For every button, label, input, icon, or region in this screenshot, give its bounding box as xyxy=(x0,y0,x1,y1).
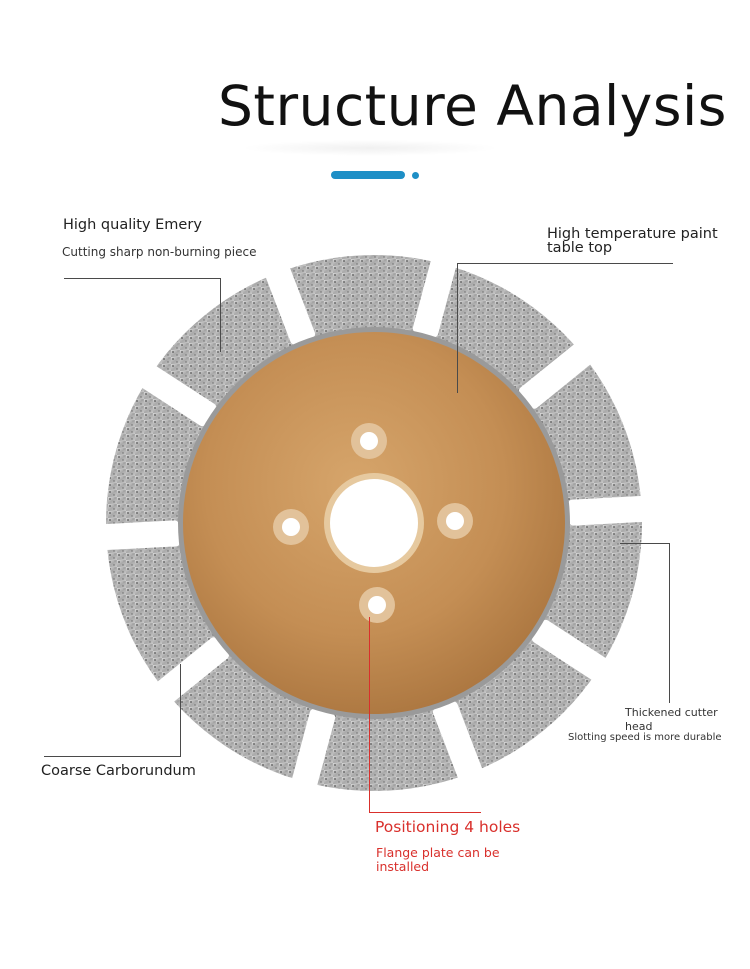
title-shadow xyxy=(240,140,500,156)
holes-leader-h xyxy=(369,812,481,813)
title-accent-dot xyxy=(412,172,419,179)
arbor-hole xyxy=(330,479,418,567)
flange-holes xyxy=(273,423,473,623)
hole-right xyxy=(437,503,473,539)
cutter-leader-v xyxy=(669,543,670,703)
title-accent-bar xyxy=(331,171,405,179)
hole-left xyxy=(273,509,309,545)
paint-title: High temperature paint table top xyxy=(547,226,718,256)
emery-title: High quality Emery xyxy=(63,217,202,233)
cutter-leader-h xyxy=(620,543,670,544)
hole-top xyxy=(351,423,387,459)
emery-subtitle: Cutting sharp non-burning piece xyxy=(62,245,257,259)
paint-leader-v xyxy=(457,263,458,393)
cutter-subtitle: Slotting speed is more durable xyxy=(568,732,722,743)
page-title: Structure Analysis xyxy=(218,74,727,138)
emery-leader-h xyxy=(64,278,221,279)
hole-bottom xyxy=(359,587,395,623)
carborundum-leader-h xyxy=(44,756,181,757)
holes-title: Positioning 4 holes xyxy=(375,818,521,836)
holes-leader-v xyxy=(369,617,370,813)
cutter-title: Thickened cutter head xyxy=(625,706,718,733)
paint-leader-h xyxy=(457,263,673,264)
holes-subtitle: Flange plate can be installed xyxy=(376,845,500,874)
carborundum-title: Coarse Carborundum xyxy=(41,763,196,779)
emery-leader-v xyxy=(220,278,221,352)
carborundum-leader-v xyxy=(180,664,181,757)
